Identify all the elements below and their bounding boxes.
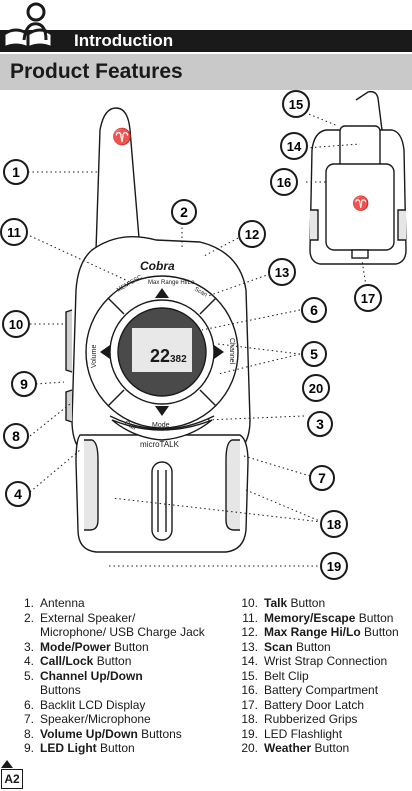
lcd-code-digits: 382 [170, 354, 187, 365]
list-item: 4.Call/Lock Button [23, 654, 132, 668]
list-item: 1.Antenna [23, 596, 85, 610]
speaker-grille [151, 461, 173, 541]
list-item: 10.Talk Button [241, 596, 326, 610]
feature-list-left: 1.Antenna 2.External Speaker/Microphone/… [10, 596, 230, 756]
antenna-back [355, 90, 383, 131]
callout-9: 9 [11, 371, 37, 397]
callout-17: 17 [354, 284, 382, 312]
antenna [95, 107, 141, 251]
callout-2: 2 [171, 199, 197, 225]
lcd-main-digits: 22 [150, 346, 170, 366]
svg-text:17: 17 [361, 291, 375, 306]
callout-4: 4 [5, 481, 31, 507]
callout-12: 12 [238, 220, 266, 248]
svg-text:5: 5 [310, 346, 318, 362]
callout-8: 8 [3, 423, 29, 449]
page-marker-icon [1, 760, 13, 768]
mode-button [111, 419, 213, 441]
svg-text:9: 9 [20, 376, 28, 392]
max-range-label: Max Range Hi/Lo [148, 280, 195, 286]
callout-13: 13 [268, 258, 296, 286]
battery-door-latch [351, 249, 369, 259]
svg-text:11: 11 [7, 225, 21, 240]
svg-text:15: 15 [289, 97, 303, 112]
svg-text:14: 14 [287, 139, 302, 154]
callout-3: 3 [307, 411, 333, 437]
svg-text:18: 18 [327, 517, 341, 532]
callout-16: 16 [270, 168, 298, 196]
list-item: 13.Scan Button [241, 639, 331, 654]
callout-15: 15 [282, 90, 310, 118]
list-item: 2.External Speaker/Microphone/ USB Charg… [23, 610, 205, 640]
list-item: 9.LED Light Button [23, 741, 135, 755]
callout-20: 20 [302, 374, 330, 402]
callout-19: 19 [320, 552, 348, 580]
list-item: 20.Weather Button [241, 741, 350, 755]
list-item: 8.Volume Up/Down Buttons [23, 726, 182, 741]
list-item: 16.Battery Compartment [241, 683, 379, 697]
section-header: Introduction [0, 0, 412, 52]
svg-text:8: 8 [12, 428, 20, 444]
list-item: 17.Battery Door Latch [241, 697, 365, 712]
callout-11: 11 [0, 218, 28, 246]
channel-label: Channel [228, 338, 235, 365]
svg-text:3: 3 [316, 416, 324, 432]
subheader-bar [0, 54, 412, 90]
list-item: 19.LED Flashlight [241, 726, 343, 741]
svg-text:12: 12 [245, 227, 259, 242]
svg-text:20: 20 [309, 381, 323, 396]
radio-diagram: ♈ [0, 90, 407, 580]
list-item: 14.Wrist Strap Connection [241, 654, 388, 668]
svg-text:6: 6 [310, 302, 318, 318]
callout-1: 1 [3, 159, 29, 185]
svg-text:7: 7 [318, 470, 326, 486]
svg-text:1: 1 [12, 164, 20, 180]
svg-text:4: 4 [14, 486, 22, 502]
brand-logo: Cobra [140, 259, 175, 273]
page-title: Product Features [10, 60, 183, 83]
list-item: 7.Speaker/Microphone [23, 712, 151, 726]
header-bar [0, 30, 412, 52]
feature-list-right: 10.Talk Button 11.Memory/Escape Button 1… [232, 596, 412, 756]
svg-text:10: 10 [9, 317, 23, 332]
list-item: 11.Memory/Escape Button [242, 610, 394, 625]
callout-7: 7 [309, 465, 335, 491]
callout-18: 18 [320, 510, 348, 538]
list-item: 15.Belt Clip [241, 668, 309, 683]
svg-text:16: 16 [277, 175, 291, 190]
svg-text:2: 2 [180, 204, 188, 220]
svg-text:♈: ♈ [352, 195, 369, 212]
list-item: 18.Rubberized Grips [241, 712, 358, 726]
mode-label: Mode [152, 422, 170, 429]
svg-text:♈: ♈ [112, 127, 132, 146]
list-item: 12.Max Range Hi/Lo Button [241, 625, 399, 639]
volume-label: Volume [91, 345, 98, 368]
callout-6: 6 [301, 297, 327, 323]
section-title: Introduction [74, 31, 174, 50]
page-number: A2 [1, 769, 23, 789]
callout-5: 5 [301, 341, 327, 367]
list-item: 6.Backlit LCD Display [23, 697, 146, 712]
callout-10: 10 [2, 310, 30, 338]
svg-text:13: 13 [275, 265, 289, 280]
list-item: 3.Mode/Power Button [23, 639, 149, 654]
model-name: microTALK [140, 440, 180, 449]
svg-text:19: 19 [327, 559, 341, 574]
callout-14: 14 [280, 132, 308, 160]
reading-person-icon [2, 2, 54, 51]
